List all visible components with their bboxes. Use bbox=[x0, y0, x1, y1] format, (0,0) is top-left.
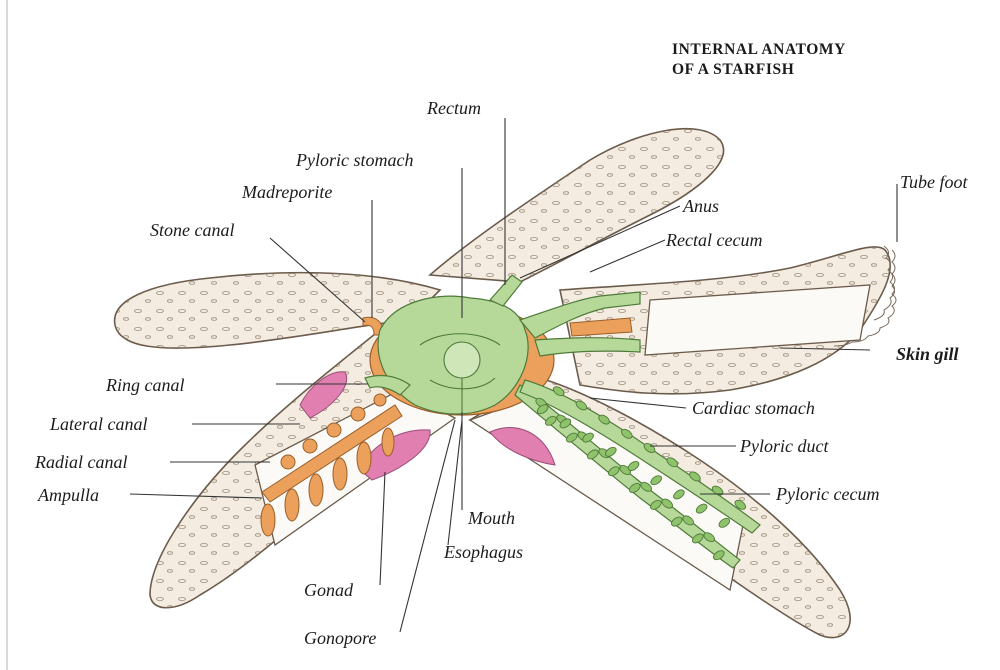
title-line-2: OF A STARFISH bbox=[672, 60, 846, 80]
label-skin-gill: Skin gill bbox=[896, 344, 959, 364]
label-rectal-cecum: Rectal cecum bbox=[666, 230, 762, 250]
label-stone-canal: Stone canal bbox=[150, 220, 234, 240]
label-lateral-canal: Lateral canal bbox=[50, 414, 148, 434]
label-gonopore: Gonopore bbox=[304, 628, 376, 648]
label-rectum: Rectum bbox=[427, 98, 481, 118]
label-gonad: Gonad bbox=[304, 580, 353, 600]
label-tube-foot: Tube foot bbox=[900, 172, 968, 192]
label-ring-canal: Ring canal bbox=[106, 375, 185, 395]
label-pyloric-stomach: Pyloric stomach bbox=[296, 150, 413, 170]
label-cardiac-stomach: Cardiac stomach bbox=[692, 398, 815, 418]
title-line-1: INTERNAL ANATOMY bbox=[672, 40, 846, 60]
label-anus: Anus bbox=[683, 196, 719, 216]
label-mouth: Mouth bbox=[468, 508, 515, 528]
label-ampulla: Ampulla bbox=[38, 485, 99, 505]
label-esophagus: Esophagus bbox=[444, 542, 523, 562]
label-pyloric-duct: Pyloric duct bbox=[740, 436, 828, 456]
label-radial-canal: Radial canal bbox=[35, 452, 128, 472]
label-pyloric-cecum: Pyloric cecum bbox=[776, 484, 879, 504]
label-madreporite: Madreporite bbox=[242, 182, 332, 202]
diagram-title: INTERNAL ANATOMY OF A STARFISH bbox=[672, 40, 846, 80]
